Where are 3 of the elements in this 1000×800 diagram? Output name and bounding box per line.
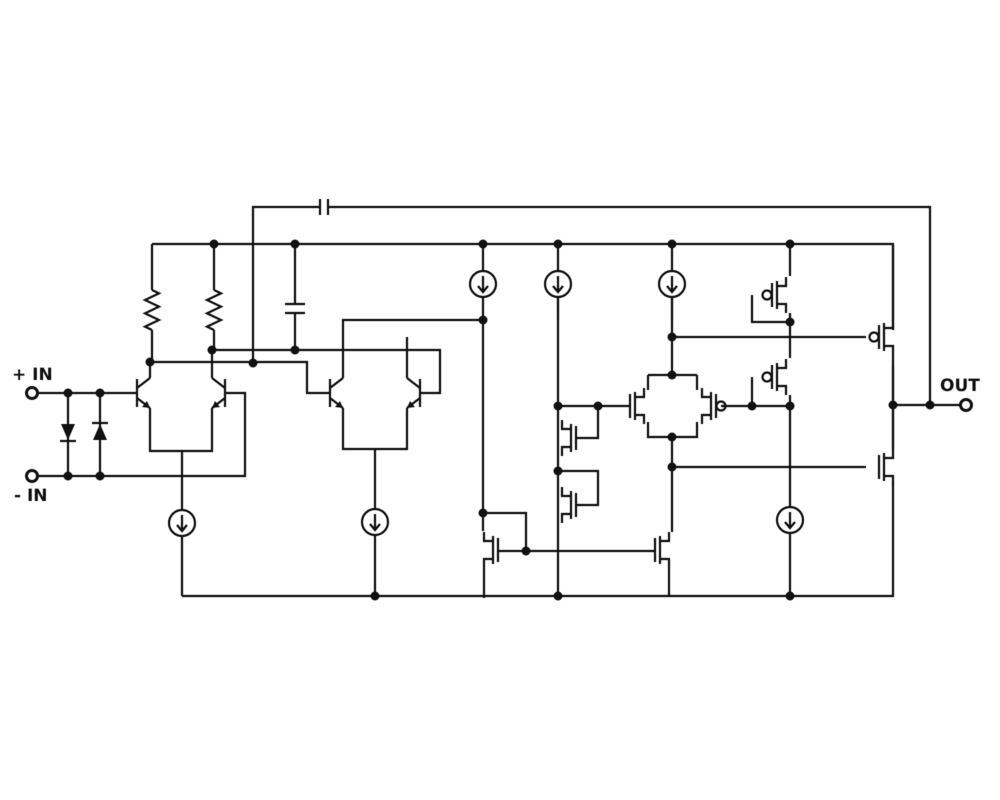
output-terminal-label: OUT — [940, 376, 980, 396]
input-terminal-label: + IN — [12, 365, 53, 385]
input-terminal-label: - IN — [14, 486, 48, 506]
